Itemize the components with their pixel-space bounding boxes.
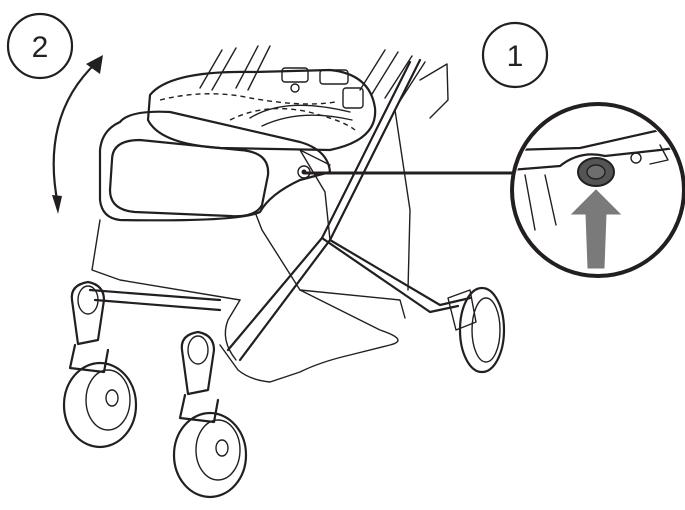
harness-buckle [281, 67, 364, 109]
seat-back [199, 45, 449, 119]
step-1-number: 1 [507, 40, 524, 73]
seat-front-bumper [98, 110, 332, 222]
storage-basket [91, 211, 406, 383]
stroller-illustration [62, 45, 525, 499]
release-button-icon [577, 157, 615, 187]
front-wheel-right [172, 330, 248, 499]
rear-wheel [447, 286, 506, 374]
stroller-frame [88, 58, 472, 362]
zoom-detail [510, 102, 685, 278]
step-2-number: 2 [32, 31, 49, 64]
push-arrow-icon [570, 189, 622, 269]
seat-cushion [146, 68, 377, 152]
rotate-arrow-icon [52, 55, 103, 214]
step-2-marker: 2 [6, 12, 74, 80]
front-wheel-left [62, 280, 138, 449]
step-1-marker: 1 [481, 21, 549, 89]
